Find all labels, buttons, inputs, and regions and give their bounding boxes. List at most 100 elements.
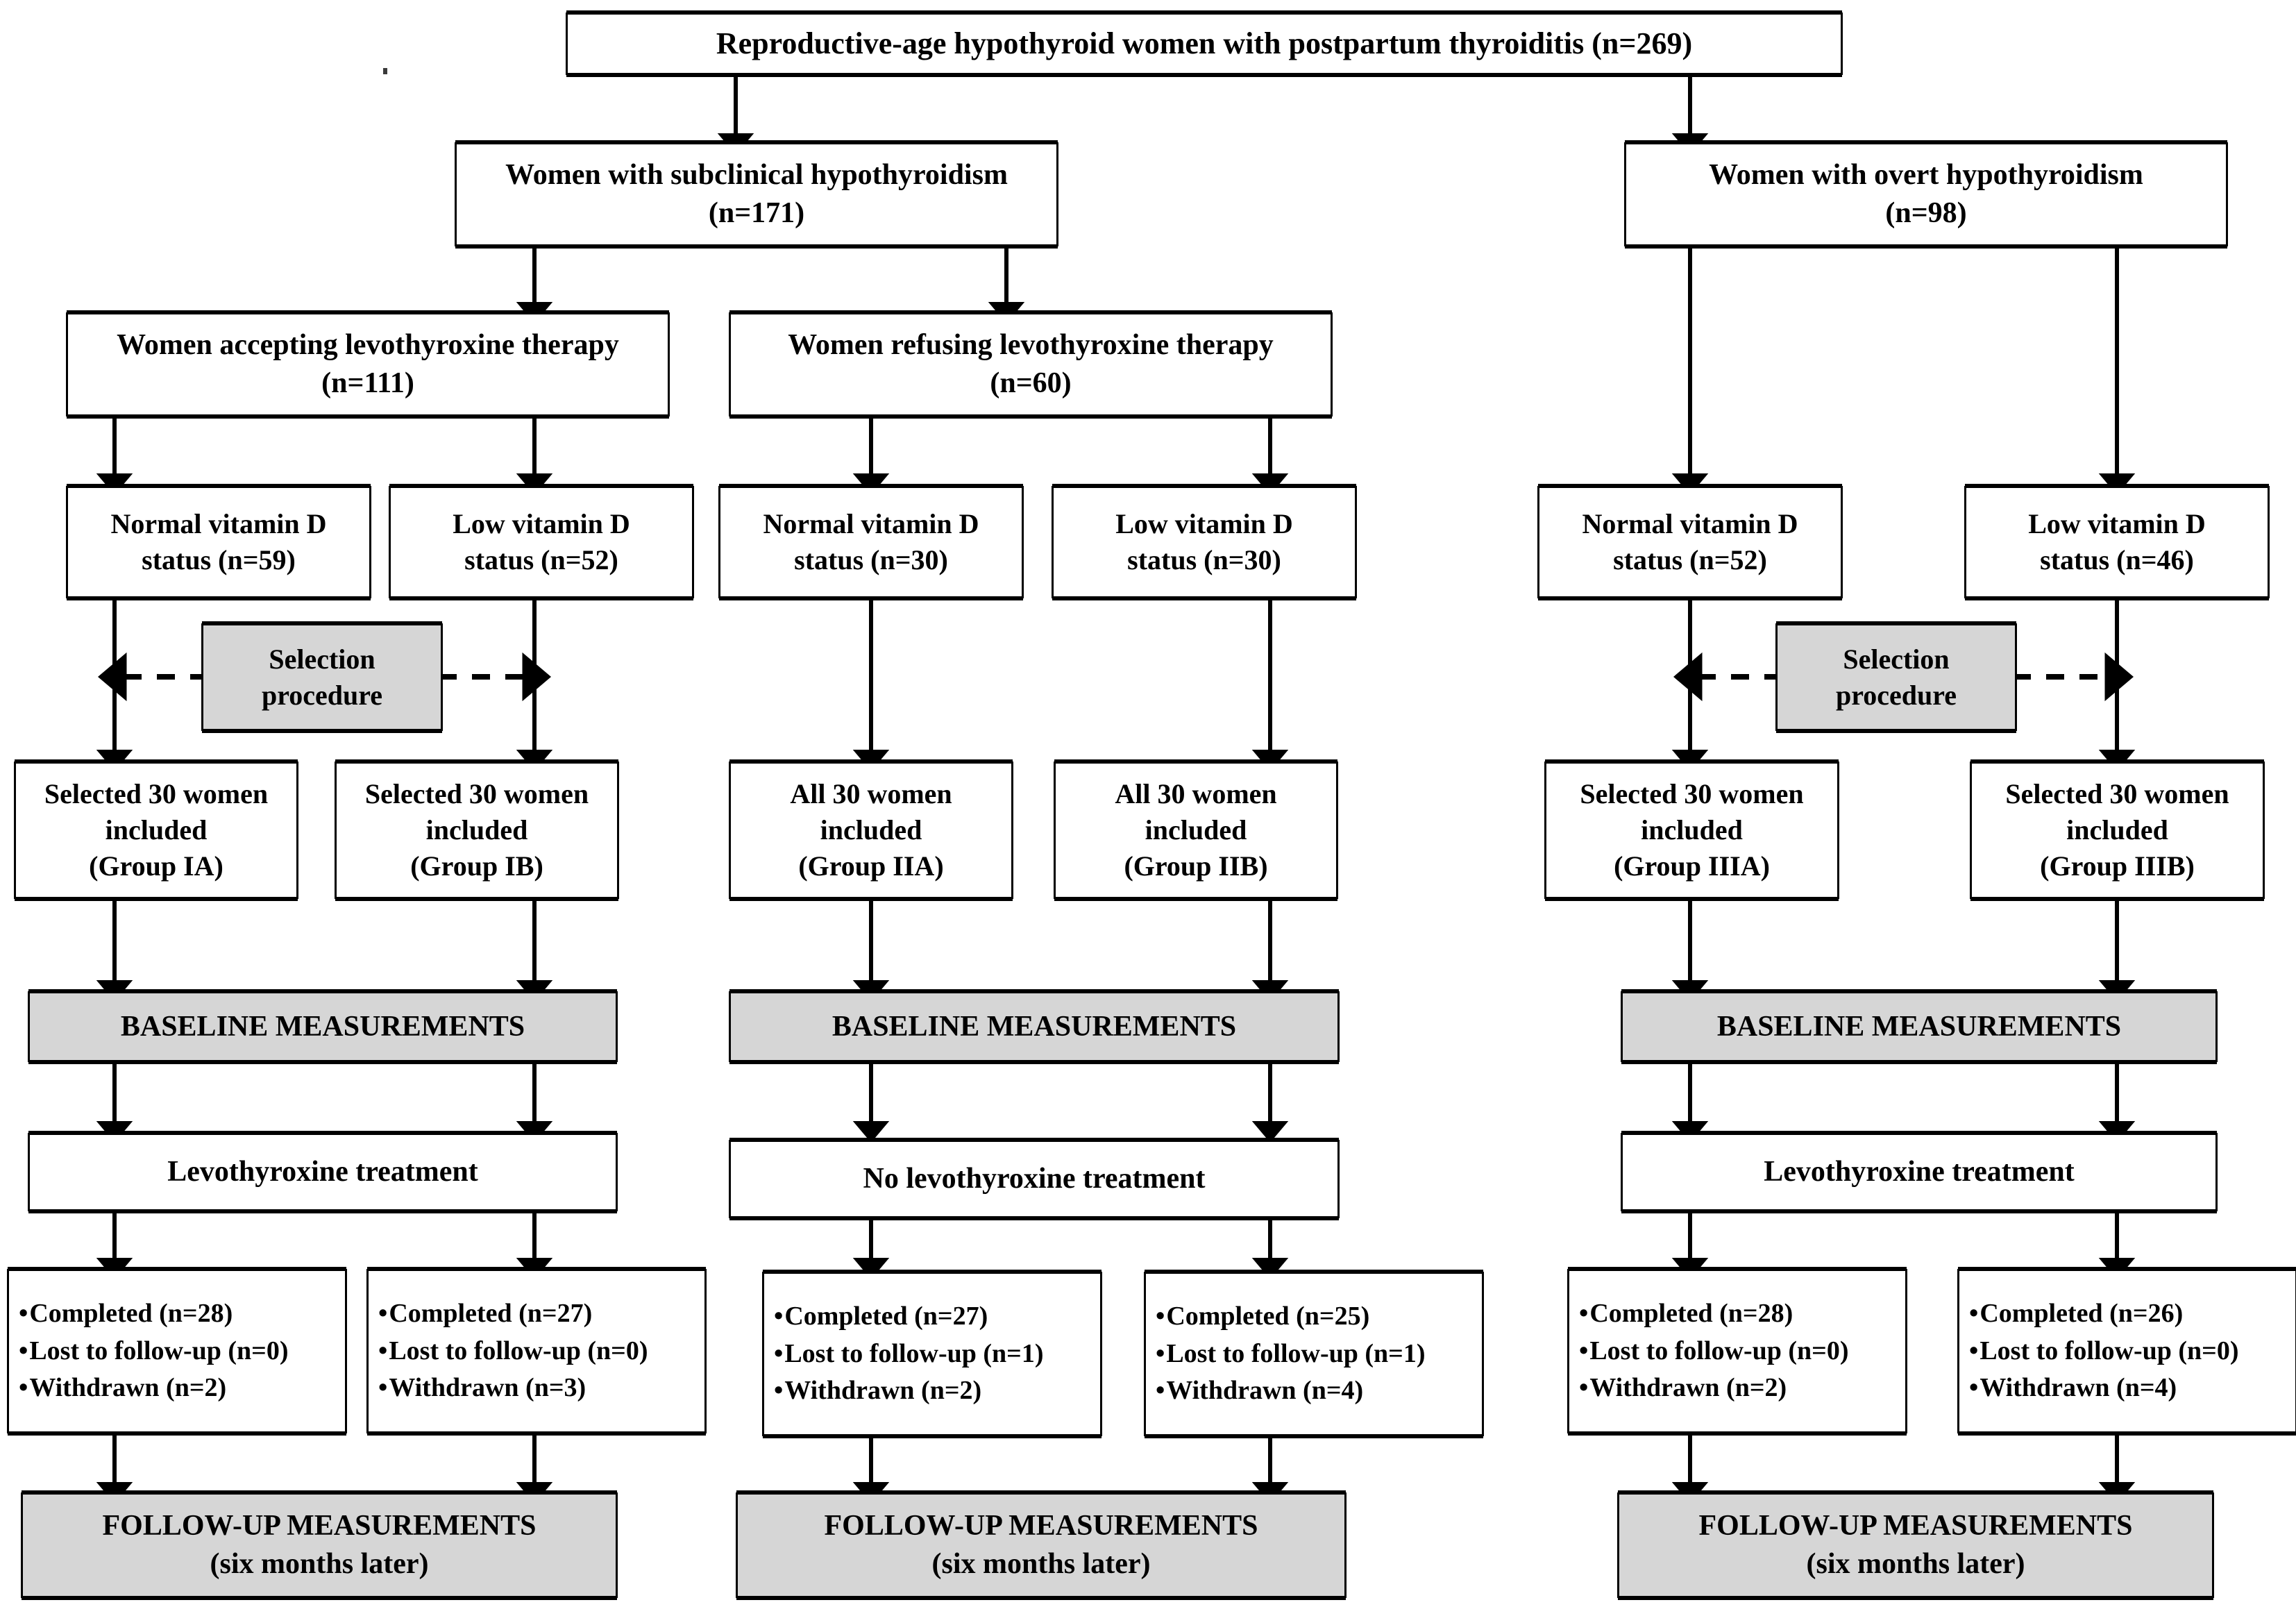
baseline-col2-label: BASELINE MEASUREMENTS (832, 1010, 1237, 1043)
node-baseline-measurements-col2: BASELINE MEASUREMENTS (729, 991, 1340, 1062)
node-included-group-iiia: Selected 30 women included (Group IIIA) (1544, 762, 1839, 899)
selection-right-line-2: procedure (1835, 679, 1957, 711)
baseline-col3-label: BASELINE MEASUREMENTS (1716, 1010, 2122, 1043)
outcomes-g2a-withdrawn: Withdrawn (n=2) (774, 1372, 1095, 1410)
included-g3a-line-1: Selected 30 women (1580, 778, 1804, 809)
outcomes-g1a-withdrawn: Withdrawn (n=2) (19, 1370, 339, 1407)
outcomes-g2a-list: Completed (n=27) Lost to follow-up (n=1)… (770, 1298, 1095, 1411)
outcomes-g1b-list: Completed (n=27) Lost to follow-up (n=0)… (374, 1295, 699, 1408)
outcomes-g2b-withdrawn: Withdrawn (n=4) (1156, 1372, 1476, 1410)
scan-artifact-mark (383, 68, 387, 74)
outcomes-g2a-completed: Completed (n=27) (774, 1298, 1095, 1336)
vitd-g2a-line-1: Normal vitamin D (763, 508, 979, 539)
node-followup-measurements-col2: FOLLOW-UP MEASUREMENTS (six months later… (736, 1492, 1347, 1598)
selection-left-line-1: Selection (269, 643, 375, 675)
node-subclinical-hypothyroidism: Women with subclinical hypothyroidism (n… (455, 142, 1058, 246)
outcomes-g2b-lost: Lost to follow-up (n=1) (1156, 1336, 1476, 1373)
node-followup-measurements-col1: FOLLOW-UP MEASUREMENTS (six months later… (21, 1492, 618, 1598)
vitd-g3a-line-2: status (n=52) (1613, 544, 1767, 575)
node-overt-hypothyroidism: Women with overt hypothyroidism (n=98) (1624, 142, 2228, 246)
node-selection-procedure-left: Selection procedure (201, 623, 443, 731)
outcomes-g1a-list: Completed (n=28) Lost to follow-up (n=0)… (15, 1295, 339, 1408)
outcomes-g1b-completed: Completed (n=27) (378, 1295, 699, 1333)
outcomes-g3a-completed: Completed (n=28) (1579, 1295, 1900, 1333)
vitd-g3b-line-1: Low vitamin D (2028, 508, 2206, 539)
refusing-line-2: (n=60) (990, 367, 1072, 399)
refusing-line-1: Women refusing levothyroxine therapy (788, 329, 1274, 362)
vitd-g2a-line-2: status (n=30) (794, 544, 948, 575)
overt-line-1: Women with overt hypothyroidism (1709, 159, 2143, 192)
node-vitd-normal-group3a: Normal vitamin D status (n=52) (1537, 486, 1843, 598)
treatment-col2-label: No levothyroxine treatment (863, 1163, 1206, 1195)
outcomes-g3b-withdrawn: Withdrawn (n=4) (1969, 1370, 2290, 1407)
node-refusing-therapy: Women refusing levothyroxine therapy (n=… (729, 312, 1333, 417)
included-g1b-line-2: included (425, 814, 528, 845)
overt-line-2: (n=98) (1885, 197, 1967, 229)
outcomes-g3a-withdrawn: Withdrawn (n=2) (1579, 1370, 1900, 1407)
vitd-g2b-line-1: Low vitamin D (1115, 508, 1293, 539)
node-vitd-low-group2b: Low vitamin D status (n=30) (1052, 486, 1357, 598)
outcomes-g1b-lost: Lost to follow-up (n=0) (378, 1333, 699, 1370)
treatment-col1-label: Levothyroxine treatment (167, 1156, 478, 1188)
included-g3b-line-2: included (2066, 814, 2168, 845)
vitd-g2b-line-2: status (n=30) (1127, 544, 1281, 575)
node-vitd-low-group1b: Low vitamin D status (n=52) (389, 486, 694, 598)
vitd-g1b-line-1: Low vitamin D (453, 508, 630, 539)
node-outcomes-group-iiia: Completed (n=28) Lost to follow-up (n=0)… (1567, 1269, 1907, 1433)
outcomes-g1a-completed: Completed (n=28) (19, 1295, 339, 1333)
included-g2a-line-1: All 30 women (790, 778, 952, 809)
included-g1a-line-3: (Group IA) (89, 850, 223, 882)
included-g1a-line-1: Selected 30 women (44, 778, 269, 809)
followup-col2-line-2: (six months later) (931, 1548, 1151, 1580)
included-g1a-line-2: included (105, 814, 208, 845)
followup-col2-line-1: FOLLOW-UP MEASUREMENTS (824, 1510, 1258, 1542)
node-treatment-col2: No levothyroxine treatment (729, 1140, 1340, 1218)
node-outcomes-group-iib: Completed (n=25) Lost to follow-up (n=1)… (1144, 1272, 1484, 1436)
node-vitd-normal-group2a: Normal vitamin D status (n=30) (718, 486, 1024, 598)
included-g2a-line-3: (Group IIA) (798, 850, 944, 882)
node-included-group-iia: All 30 women included (Group IIA) (729, 762, 1013, 899)
outcomes-g2b-completed: Completed (n=25) (1156, 1298, 1476, 1336)
node-baseline-measurements-col3: BASELINE MEASUREMENTS (1621, 991, 2218, 1062)
outcomes-g3a-list: Completed (n=28) Lost to follow-up (n=0)… (1575, 1295, 1900, 1408)
node-included-group-ib: Selected 30 women included (Group IB) (335, 762, 619, 899)
treatment-col3-label: Levothyroxine treatment (1764, 1156, 2075, 1188)
selection-right-line-1: Selection (1843, 643, 1950, 675)
node-vitd-normal-group1a: Normal vitamin D status (n=59) (66, 486, 371, 598)
accepting-line-1: Women accepting levothyroxine therapy (117, 329, 619, 362)
included-g3b-line-3: (Group IIIB) (2040, 850, 2195, 882)
node-accepting-therapy: Women accepting levothyroxine therapy (n… (66, 312, 670, 417)
followup-col3-line-1: FOLLOW-UP MEASUREMENTS (1698, 1510, 2133, 1542)
outcomes-g3b-lost: Lost to follow-up (n=0) (1969, 1333, 2290, 1370)
node-selection-procedure-right: Selection procedure (1775, 623, 2017, 731)
included-g2b-line-2: included (1145, 814, 1247, 845)
outcomes-g3a-lost: Lost to follow-up (n=0) (1579, 1333, 1900, 1370)
outcomes-g1b-withdrawn: Withdrawn (n=3) (378, 1370, 699, 1407)
node-outcomes-group-ia: Completed (n=28) Lost to follow-up (n=0)… (7, 1269, 347, 1433)
node-followup-measurements-col3: FOLLOW-UP MEASUREMENTS (six months later… (1617, 1492, 2214, 1598)
node-treatment-col1: Levothyroxine treatment (28, 1133, 618, 1211)
followup-col1-line-2: (six months later) (210, 1548, 429, 1580)
node-included-group-iiib: Selected 30 women included (Group IIIB) (1970, 762, 2265, 899)
included-g2a-line-2: included (820, 814, 922, 845)
accepting-line-2: (n=111) (321, 367, 414, 399)
node-vitd-low-group3b: Low vitamin D status (n=46) (1964, 486, 2270, 598)
vitd-g1b-line-2: status (n=52) (464, 544, 618, 575)
included-g2b-line-3: (Group IIB) (1124, 850, 1268, 882)
followup-col3-line-2: (six months later) (1806, 1548, 2025, 1580)
enrollment-line-1: Reproductive-age hypothyroid women with … (716, 26, 1693, 61)
node-treatment-col3: Levothyroxine treatment (1621, 1133, 2218, 1211)
node-included-group-iib: All 30 women included (Group IIB) (1054, 762, 1338, 899)
included-g1b-line-3: (Group IB) (410, 850, 543, 882)
node-outcomes-group-ib: Completed (n=27) Lost to follow-up (n=0)… (366, 1269, 707, 1433)
outcomes-g3b-list: Completed (n=26) Lost to follow-up (n=0)… (1965, 1295, 2290, 1408)
node-included-group-ia: Selected 30 women included (Group IA) (14, 762, 298, 899)
node-enrollment: Reproductive-age hypothyroid women with … (566, 12, 1843, 75)
included-g3b-line-1: Selected 30 women (2005, 778, 2229, 809)
outcomes-g1a-lost: Lost to follow-up (n=0) (19, 1333, 339, 1370)
included-g3a-line-2: included (1641, 814, 1743, 845)
outcomes-g2b-list: Completed (n=25) Lost to follow-up (n=1)… (1151, 1298, 1476, 1411)
selection-left-line-2: procedure (261, 679, 383, 711)
vitd-g3b-line-2: status (n=46) (2040, 544, 2194, 575)
